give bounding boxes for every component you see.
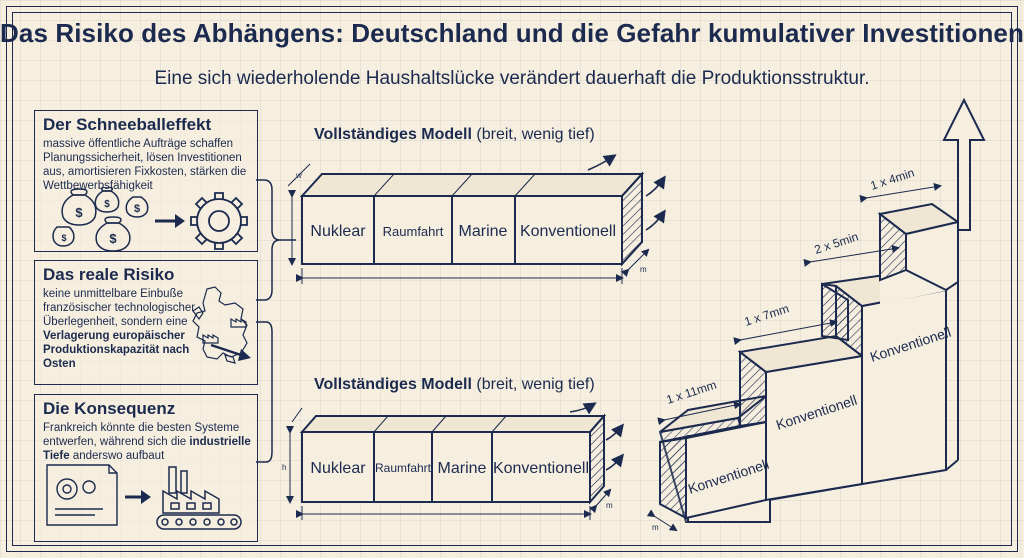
panel-text-bold: industrielle Tiefe: [43, 436, 251, 462]
staircase-prisms: [659, 97, 986, 520]
svg-text:$: $: [109, 231, 117, 246]
panel-text: Frankreich könnte die besten Systeme ent…: [43, 421, 253, 463]
model-heading-top: Vollständiges Modell (breit, wenig tief): [314, 126, 595, 144]
consequence-illustration: [46, 464, 242, 530]
dimension-m: m: [640, 265, 647, 274]
panel-text-end: anderswo aufbaut: [72, 450, 165, 462]
panel-title: Der Schneeballeffekt: [43, 115, 212, 134]
panel-snowball-effect: Der Schneeballeffekt massive öffentliche…: [34, 110, 258, 252]
panel-text: keine unmittelbare Einbuße französischer…: [43, 287, 203, 371]
dimension-m: m: [606, 501, 613, 510]
segment-label: Nuklear: [310, 223, 366, 240]
blueprint-icon: [46, 464, 118, 526]
panel-title: Das reale Risiko: [43, 265, 175, 284]
dimension-lines: [286, 407, 612, 520]
model-heading-bold: Vollständiges Modell: [314, 376, 472, 393]
segment-label: Konventionell: [493, 460, 589, 477]
segment-label: Konventionell: [520, 223, 616, 240]
segment-label: Raumfahrt: [375, 461, 432, 475]
outer-frame: [6, 6, 1018, 552]
arrow-right-icon: [155, 214, 185, 228]
panel-text-bold: Verlagerung europäischer Produktionskapa…: [43, 330, 190, 370]
snowball-illustration: $ $ $ $ $: [52, 187, 248, 252]
dimension-m: m: [652, 523, 659, 532]
step-dimension: 2 x 5min: [813, 230, 860, 257]
svg-text:$: $: [134, 203, 140, 215]
conveyor-icon: [156, 514, 242, 530]
model-heading-bold: Vollständiges Modell: [314, 126, 472, 143]
gear-icon: [190, 192, 248, 250]
panel-title: Die Konsequenz: [43, 399, 176, 418]
segment-label: Nuklear: [310, 460, 366, 477]
dimension-lines: [287, 163, 650, 284]
svg-text:$: $: [104, 199, 110, 210]
panel-consequence: Die Konsequenz Frankreich könnte die bes…: [34, 394, 258, 542]
model-heading-rest: (breit, wenig tief): [476, 376, 595, 393]
bracket-connector: [256, 179, 296, 463]
step-dimension-lines: [646, 183, 942, 532]
panel-text-plain: Frankreich könnte die besten Systeme ent…: [43, 422, 240, 448]
bottom-model-block: [299, 413, 607, 505]
model-heading-rest: (breit, wenig tief): [476, 126, 595, 143]
outflow-arrows: [569, 402, 624, 471]
model-heading-bottom: Vollständiges Modell (breit, wenig tief): [314, 376, 595, 394]
dimension-w: w: [295, 171, 302, 180]
factory-icon: [162, 466, 220, 514]
segment-label: Marine: [438, 460, 487, 477]
outflow-arrows: [587, 154, 666, 231]
europe-map-icon: [192, 286, 251, 364]
segment-label: Raumfahrt: [383, 224, 444, 239]
segment-label: Marine: [459, 223, 508, 240]
money-bag-icon: $ $ $ $ $: [52, 187, 149, 252]
step-dimension: 1 x 4min: [869, 166, 916, 193]
arrow-right-icon: [125, 490, 151, 504]
inner-frame: [12, 12, 1012, 546]
panel-real-risk: Das reale Risiko keine unmittelbare Einb…: [34, 260, 258, 385]
factory-icon: [202, 317, 247, 344]
top-model-block: [299, 171, 645, 267]
step-dimension: 1 x 11mm: [665, 378, 719, 407]
svg-text:$: $: [75, 205, 83, 220]
panel-text: massive öffentliche Aufträge schaffen Pl…: [43, 138, 247, 192]
panel-text-plain: keine unmittelbare Einbuße französischer…: [43, 288, 196, 328]
page-subtitle: Eine sich wiederholende Haushaltslücke v…: [154, 68, 870, 89]
page-title: Das Risiko des Abhängens: Deutschland un…: [0, 18, 1024, 48]
svg-text:$: $: [61, 233, 66, 243]
dimension-h: h: [282, 463, 286, 472]
step-dimension: 1 x 7mm: [743, 301, 791, 329]
